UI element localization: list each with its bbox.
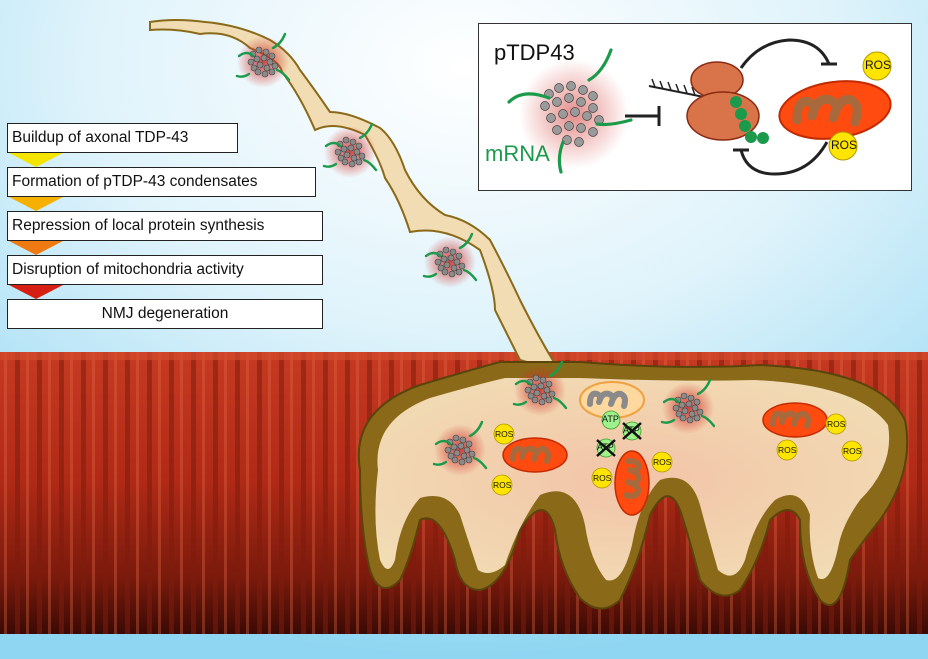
arrow-4 [9,285,63,299]
cross-mark-2 [622,422,642,440]
ros-label-2: ROS [493,480,512,490]
inset-panel: pTDP43 mRNA ROS ROS [478,23,912,191]
atp-crossed-label-2: ATP [623,425,640,435]
step-5: NMJ degeneration [7,299,323,329]
mito-4 [615,451,649,515]
step-1: Buildup of axonal TDP-43 [7,123,238,153]
step-3: Repression of local protein synthesis [7,211,323,241]
ros-label-3: ROS [593,473,612,483]
arrow-1 [9,153,63,167]
ros-label-5: ROS [827,419,846,429]
inset-condensate [540,81,604,147]
inset-ros-label-2: ROS [831,138,858,152]
inset-cristae [792,94,862,127]
ros-label-7: ROS [843,446,862,456]
inset-ros-label-1: ROS [865,58,892,72]
step-2: Formation of pTDP-43 condensates [7,167,316,197]
inset-mrna-strands [507,48,633,174]
feedback-arc-top [739,38,831,69]
mito-3 [763,403,827,437]
arrow-2 [9,197,63,211]
feedback-arc-bottom [739,141,829,176]
arrow-3 [9,241,63,255]
ros-label-6: ROS [778,445,797,455]
mrna-label: mRNA [485,141,550,166]
mito-2 [503,438,567,472]
step-4: Disruption of mitochondria activity [7,255,323,285]
inset-ros-1 [862,51,892,81]
peptide-chain [730,96,769,144]
atp-sphere [601,410,621,430]
mito-healthy [579,381,645,419]
inset-ros-2 [828,131,858,161]
ros-label-4: ROS [653,457,672,467]
atp-label: ATP [602,414,619,424]
atp-crossed-label-1: ATP [597,442,614,452]
cross-mark-1 [596,439,616,457]
ros-label-1: ROS [495,429,514,439]
inhibition-symbol [625,106,661,126]
inset-illustration [507,38,892,176]
ptdp43-label: pTDP43 [494,40,575,65]
